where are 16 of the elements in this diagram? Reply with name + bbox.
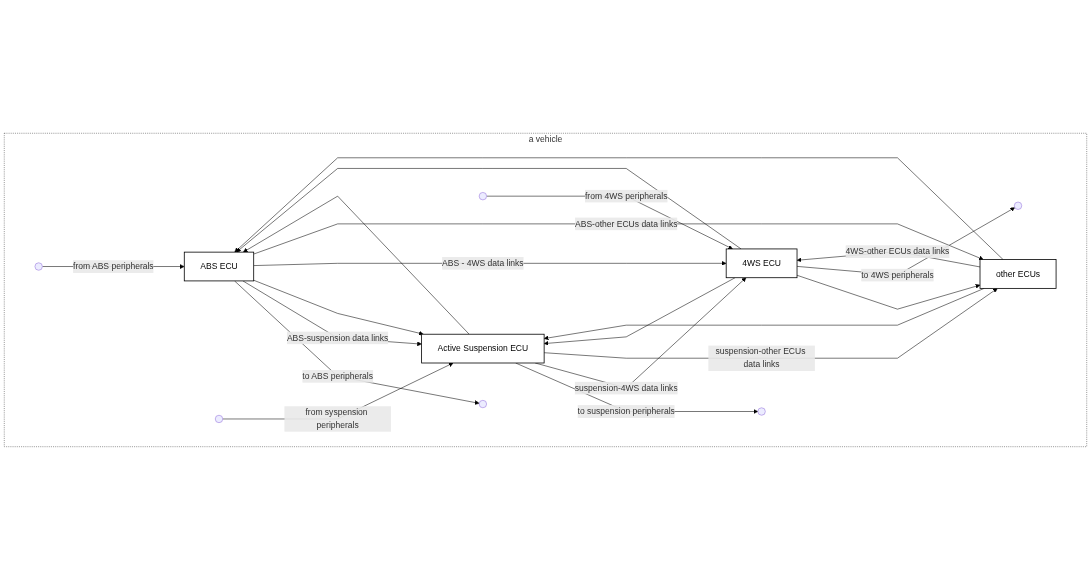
edge-label: from 4WS peripherals — [584, 190, 668, 200]
node-box: Active Suspension ECU — [421, 333, 545, 363]
edge-label: 4WS-other ECUs data links — [845, 246, 950, 256]
edge-label: to 4WS peripherals — [861, 269, 934, 279]
edge-label: from syspension peripherals — [305, 407, 368, 430]
edge-label: ABS-suspension data links — [286, 332, 389, 342]
edge-label: suspension-other ECUs data links — [715, 346, 806, 369]
edge-label: ABS-other ECUs data links — [575, 218, 678, 228]
edge-label: ABS - 4WS data links — [442, 258, 524, 268]
node-box: 4WS ECU — [725, 248, 798, 278]
edge-label: to ABS peripherals — [302, 371, 373, 381]
edge-label: from ABS peripherals — [73, 261, 154, 271]
node-box: ABS ECU — [183, 251, 255, 281]
edge-label: to suspension peripherals — [577, 406, 675, 416]
edge-label: suspension-4WS data links — [574, 382, 678, 392]
node-box: other ECUs — [979, 258, 1057, 289]
